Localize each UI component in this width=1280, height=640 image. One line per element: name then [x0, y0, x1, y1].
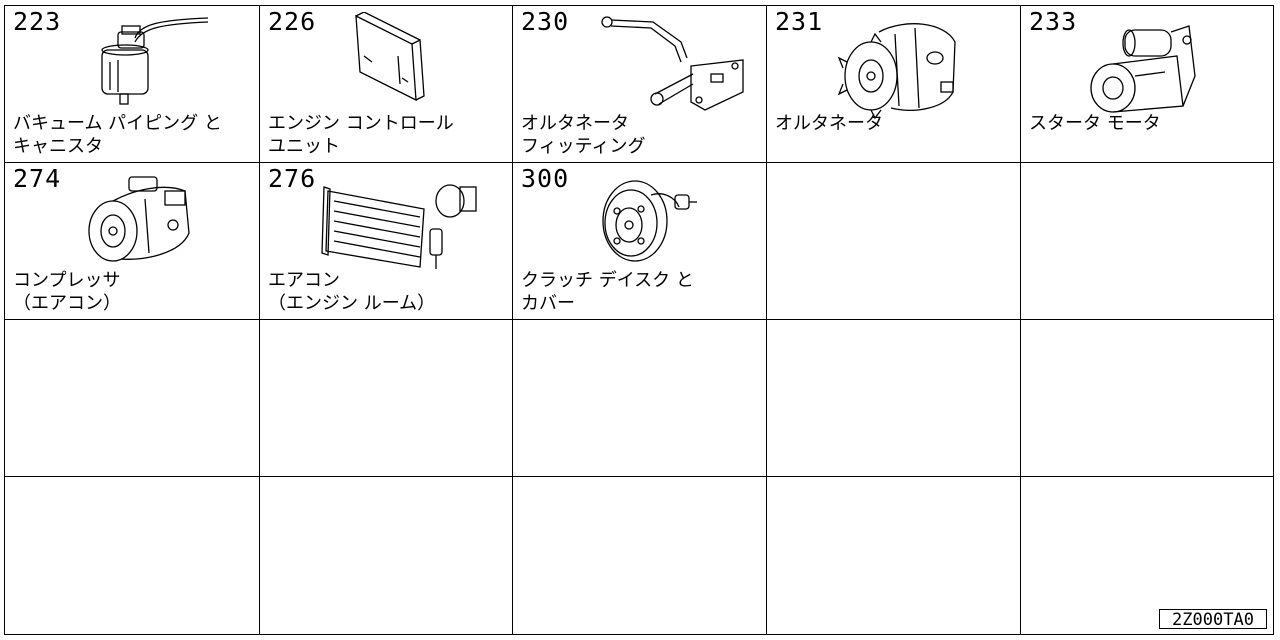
catalog-cell-233[interactable]: 233 スタータ モータ: [1021, 6, 1273, 163]
ac-compressor-icon: [85, 169, 200, 269]
part-name-line2: （エアコン）: [13, 293, 121, 314]
empty-cell: [767, 320, 1021, 477]
part-number: 230: [521, 7, 570, 36]
part-name-line1: オルタネータ: [775, 113, 883, 134]
diagram-code: 2Z000TA0: [1159, 609, 1267, 630]
catalog-cell-230[interactable]: 230 オルタネータ フィッティング: [513, 6, 767, 163]
part-name-line1: クラッチ デイスク と: [521, 270, 694, 291]
empty-cell: [260, 477, 513, 634]
empty-cell: [260, 320, 513, 477]
catalog-cell-226[interactable]: 226 エンジン コントロール ユニット: [260, 6, 513, 163]
alternator-bracket-icon: [593, 12, 753, 117]
part-number: 300: [521, 164, 570, 193]
part-name-line1: コンプレッサ: [13, 270, 121, 291]
empty-cell: [5, 477, 260, 634]
catalog-cell-274[interactable]: 274 コンプレッサ （エアコン）: [5, 163, 260, 320]
empty-cell: [767, 477, 1021, 634]
part-number: 223: [13, 7, 62, 36]
catalog-cell-276[interactable]: 276 エアコン （エンジン ルーム）: [260, 163, 513, 320]
part-name-line2: （エンジン ルーム）: [268, 293, 436, 314]
part-number: 233: [1029, 7, 1078, 36]
ac-condenser-icon: [320, 177, 485, 282]
part-name-line1: エアコン: [268, 270, 340, 291]
part-name-line1: バキューム パイピング と: [13, 113, 222, 134]
part-name-line1: エンジン コントロール: [268, 113, 454, 134]
vacuum-canister-icon: [90, 10, 220, 110]
part-name-line2: カバー: [521, 293, 575, 314]
part-name-line2: ユニット: [268, 136, 340, 157]
clutch-disc-icon: [593, 171, 703, 271]
empty-cell: [5, 320, 260, 477]
part-number: 226: [268, 7, 317, 36]
engine-control-unit-icon: [342, 12, 432, 112]
empty-cell: [767, 163, 1021, 320]
part-name-line2: キャニスタ: [13, 136, 103, 157]
empty-cell: [513, 320, 767, 477]
parts-catalog-grid: 223 バキューム パイピング と キャニスタ 226: [4, 5, 1274, 635]
part-name-line2: フィッティング: [521, 136, 646, 157]
catalog-cell-231[interactable]: 231 オルタネータ: [767, 6, 1021, 163]
part-name-line1: スタータ モータ: [1029, 113, 1161, 134]
empty-cell: [1021, 163, 1273, 320]
empty-cell: [1021, 320, 1273, 477]
starter-motor-icon: [1085, 16, 1215, 116]
part-number: 231: [775, 7, 824, 36]
part-number: 276: [268, 164, 317, 193]
catalog-cell-223[interactable]: 223 バキューム パイピング と キャニスタ: [5, 6, 260, 163]
catalog-cell-300[interactable]: 300 クラッチ デイスク と カバー: [513, 163, 767, 320]
alternator-icon: [835, 12, 965, 122]
part-name-line1: オルタネータ: [521, 113, 629, 134]
empty-cell: [513, 477, 767, 634]
part-number: 274: [13, 164, 62, 193]
